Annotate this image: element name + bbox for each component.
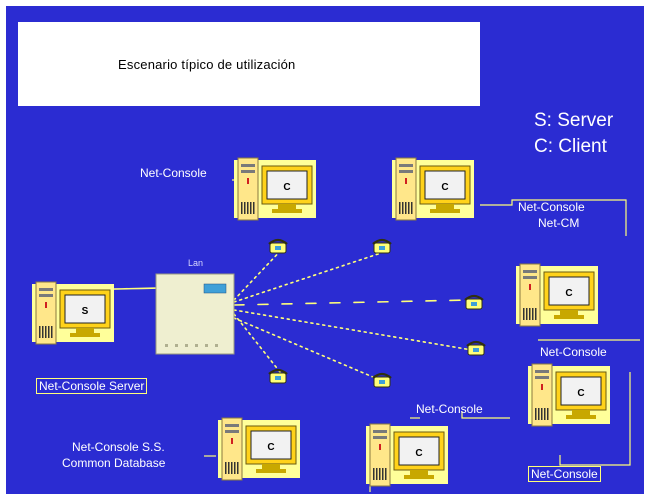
computer-bottom-left: C <box>218 417 300 481</box>
link-top-left <box>233 245 286 301</box>
title-box <box>18 22 480 106</box>
label-server: Net-Console Server <box>36 378 148 394</box>
link-right-lower <box>233 309 473 351</box>
svg-text:C: C <box>415 448 422 459</box>
computer-bottom-right: C <box>528 363 610 427</box>
connector-bottom-mid <box>461 411 510 419</box>
link-bottom-mid <box>233 317 381 381</box>
label-top-left: Net-Console <box>140 166 207 180</box>
svg-text:C: C <box>267 442 274 453</box>
svg-text:C: C <box>577 388 584 399</box>
link-right-upper <box>233 299 471 306</box>
legend-server: S: Server <box>534 110 614 131</box>
connector-top-right <box>480 199 627 236</box>
label-bottom-mid: Net-Console <box>416 402 483 416</box>
computer-right: C <box>516 263 598 327</box>
computer-top-left: C <box>234 157 316 221</box>
diagram-title: Escenario típico de utilización <box>118 57 296 72</box>
link-bottom-left <box>233 313 281 373</box>
label-top-right-1: Net-Console <box>518 200 585 214</box>
label-bottom-right: Net-Console <box>528 466 601 482</box>
svg-text:C: C <box>283 182 290 193</box>
phone-bottom-left <box>268 368 288 384</box>
phone-top-right <box>372 238 392 254</box>
svg-text:C: C <box>565 288 572 299</box>
connector-bottom-right <box>559 372 631 466</box>
phone-bottom-mid <box>372 372 392 388</box>
computer-bottom-mid: C <box>366 423 448 487</box>
phone-right-upper <box>464 294 484 310</box>
label-bottom-left-1: Net-Console S.S. <box>72 440 165 454</box>
phone-top-left <box>268 238 288 254</box>
lan-hub <box>155 273 235 355</box>
legend-client: C: Client <box>534 136 607 157</box>
svg-text:S: S <box>82 306 89 317</box>
computer-top-right: C <box>392 157 474 221</box>
lan-label: Lan <box>188 258 204 268</box>
link-top-right <box>233 251 385 303</box>
svg-text:C: C <box>441 182 448 193</box>
phone-right-lower <box>466 340 486 356</box>
label-bottom-left-2: Common Database <box>62 456 166 470</box>
computer-server: S <box>32 281 114 345</box>
label-top-right-2: Net-CM <box>538 216 580 230</box>
label-right-mid: Net-Console <box>540 345 607 359</box>
